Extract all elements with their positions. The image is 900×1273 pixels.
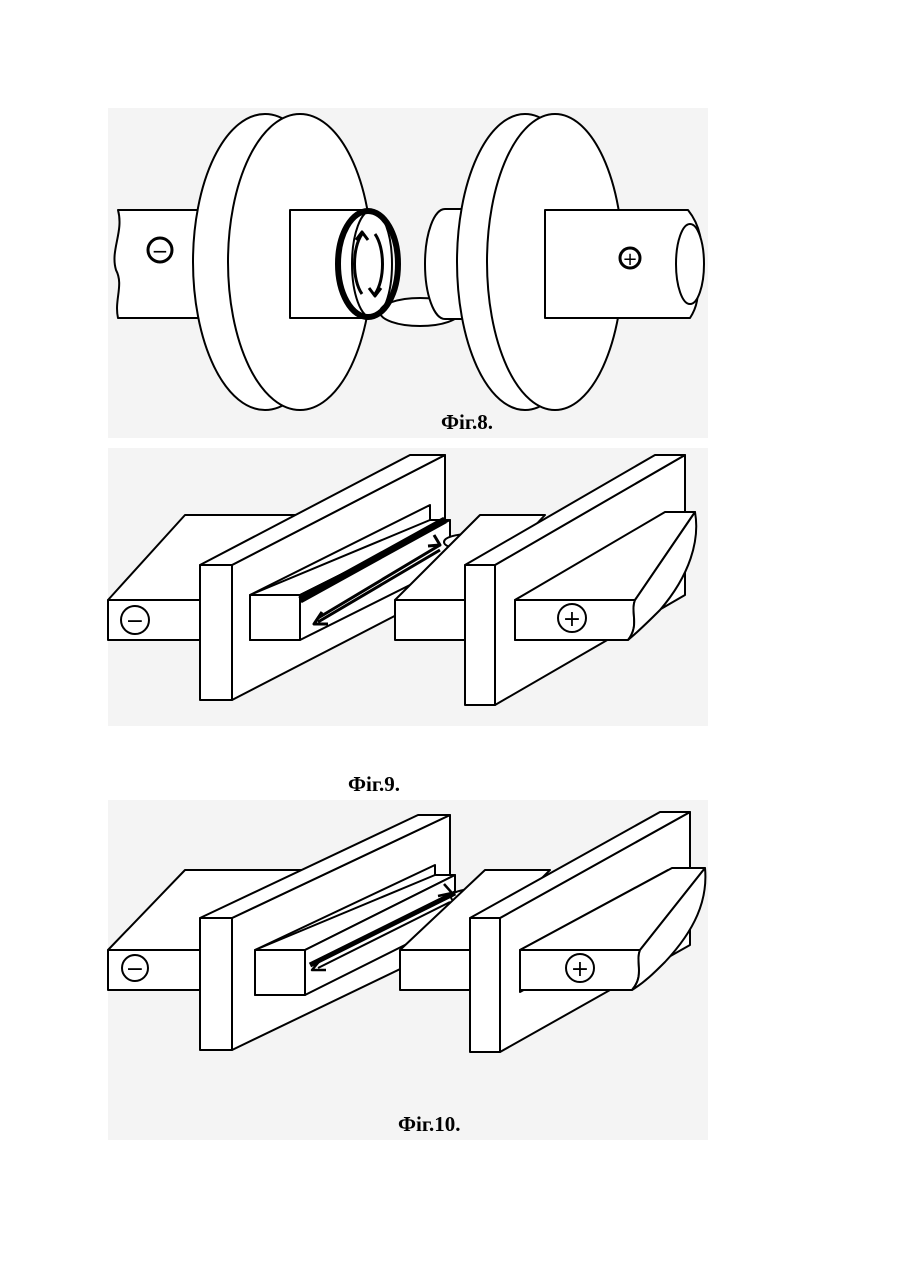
fig10-positive-sign: + (571, 957, 589, 982)
fig10-left-frame-front (200, 918, 232, 1050)
fig10-right-electrode-front (400, 950, 470, 990)
fig10-right-frame-front (470, 918, 500, 1052)
fig10-caption: Фіг.10. (398, 1112, 461, 1137)
fig10-negative-sign: − (126, 957, 144, 982)
fig10-left-electrode-front (255, 950, 305, 995)
